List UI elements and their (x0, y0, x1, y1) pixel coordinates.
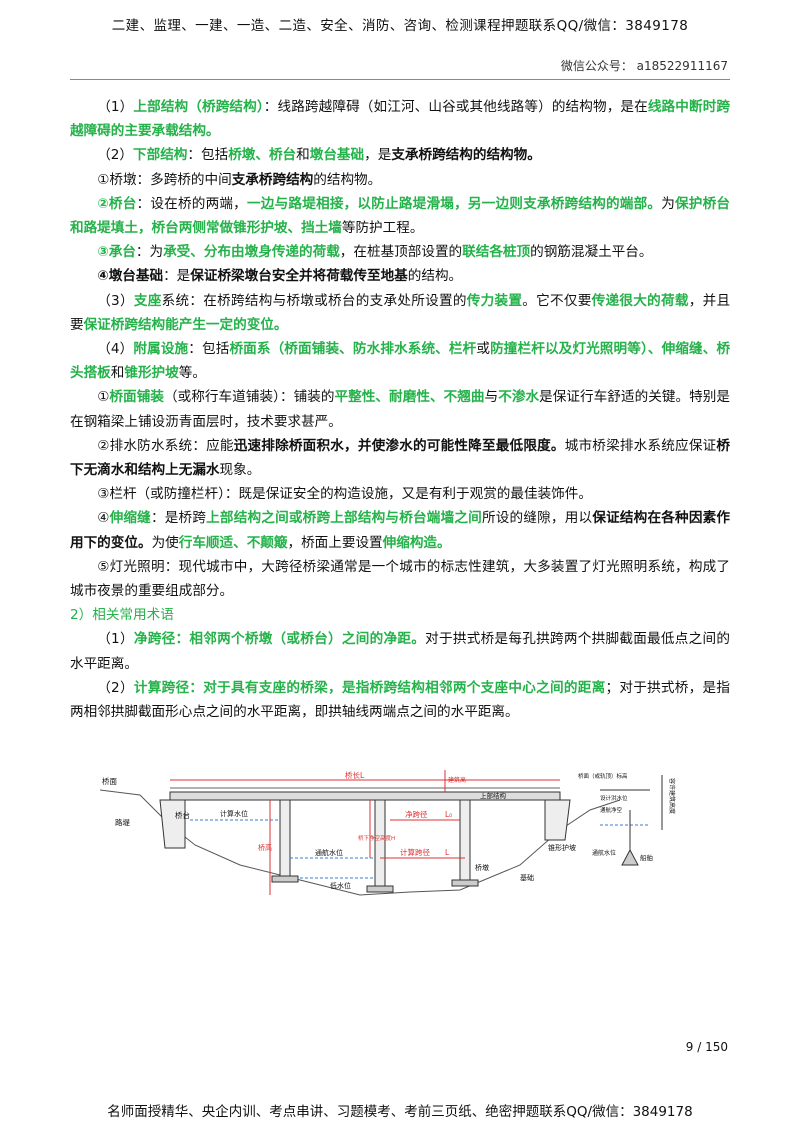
para-lighting: ⑤灯光照明：现代城市中，大跨径桥梁通常是一个城市的标志性建筑，大多装置了灯光照明… (70, 558, 730, 600)
footing-middle (366, 885, 394, 893)
page-number: 9 / 150 (685, 1040, 728, 1054)
lbl-jisuanshuiwei: 计算水位 (220, 809, 248, 818)
para-expansion-joint: ④伸缩缝：是桥跨上部结构之间或桥跨上部结构与桥台端墙之间所设的缝隙，用以保证结构… (70, 510, 731, 551)
lbl-jichu: 基础 (520, 873, 534, 882)
lbl-qiaochang: 桥长L (345, 770, 365, 780)
para-calc-span: （2）计算跨径：对于具有支座的桥梁，是指桥跨结构相邻两个支座中心之间的距离；对于… (70, 679, 731, 721)
lbl-qiaodun: 桥墩 (475, 863, 489, 872)
para-bearing: （3）支座系统：在桥跨结构与桥墩或桥台的支承处所设置的传力装置。它不仅要传递很大… (70, 292, 731, 333)
pier-left (279, 799, 291, 879)
document-body: （1）上部结构（桥跨结构）：线路跨越障碍（如江河、山谷或其他线路等）的结构物，是… (70, 95, 730, 724)
para-upper-structure: （1）上部结构（桥跨结构）：线路跨越障碍（如江河、山谷或其他线路等）的结构物，是… (70, 99, 731, 140)
header-wechat: 微信公众号： a18522911167 (560, 59, 728, 73)
para-railing: ③栏杆（或防撞栏杆）：既是保证安全的构造设施，又是有利于观赏的最佳装饰件。 (97, 486, 592, 503)
lbl-dishuiwei: 低水位 (330, 881, 351, 890)
footer-contact: 名师面授精华、央企内训、考点串讲、习题模考、考前三页纸、绝密押题联系QQ/微信：… (107, 1104, 693, 1120)
para-drainage: ②排水防水系统：应能迅速排除桥面积水，并使渗水的可能性降至最低限度。城市桥梁排水… (70, 437, 731, 479)
lbl-jisuankuajing: 计算跨径 (400, 847, 430, 857)
para-pier: ①桥墩：多跨桥的中间支承桥跨结构的结构物。 (97, 171, 382, 188)
lbl-jiangao: 建筑高 (448, 776, 466, 784)
lbl-qiaoxia: 桥下净空高度H (358, 834, 395, 842)
lbl-qiaogao: 桥高 (258, 843, 272, 852)
footing-left (271, 875, 299, 883)
footing-right (451, 879, 479, 887)
lbl-qiaomianbiaogao: 桥面（或轨顶）标高 (578, 772, 628, 780)
para-abutment: ②桥台：设在桥的两端，一边与路堤相接，以防止路堤滑塌，另一边则支承桥跨结构的端部… (70, 195, 731, 237)
lbl-shangbu: 上部结构 (480, 791, 507, 800)
header-divider (70, 79, 730, 80)
para-deck-paving: ①桥面铺装（或称行车道铺装）：铺装的平整性、耐磨性、不翘曲与不渗水是保证行车舒适… (70, 389, 731, 430)
bridge-deck (169, 791, 561, 801)
header-contact: 二建、监理、一建、一造、二造、安全、消防、咨询、检测课程押题联系QQ/微信：38… (111, 18, 689, 34)
para-pile-cap: ③承台：为承受、分布由墩身传递的荷载，在桩基顶部设置的联结各桩顶的钢筋混凝土平台… (97, 244, 653, 261)
para-foundation: ④墩台基础：是保证桥梁墩台安全并将荷载传至地基的结构。 (97, 268, 463, 285)
para-clear-span: （1）净跨径：相邻两个桥墩（或桥台）之间的净距。对于拱式桥是每孔拱跨两个拱脚截面… (70, 631, 731, 672)
lbl-rightlabel: 容许建筑高度 (668, 778, 676, 814)
abutment-right (544, 799, 571, 841)
lbl-chuanbo: 船舶 (640, 853, 653, 862)
bridge-diagram: 桥面 桥长L 建筑高 路堤 桥台 计算水位 桥高 桥下净空高度H 净跨径 L₀ … (100, 770, 676, 896)
ship-icon (621, 810, 639, 866)
pier-middle (374, 799, 386, 889)
section-heading-terms: 2）相关常用术语 (70, 607, 174, 624)
lbl-tonghangjingkong: 通航净空 (600, 806, 623, 814)
lbl-lutdi: 路堤 (115, 817, 130, 827)
abutment-left (159, 799, 186, 849)
lbl-dizhi: 设计洪水位 (600, 794, 628, 802)
para-ancillary: （4）附属设施：包括桥面系（桥面铺装、防水排水系统、栏杆或防撞栏杆以及灯光照明等… (70, 341, 731, 382)
lbl-tonghang: 通航水位 (315, 848, 343, 857)
para-lower-structure: （2）下部结构：包括桥墩、桥台和墩台基础，是支承桥跨结构的结构物。 (97, 147, 541, 164)
pier-right (459, 799, 471, 883)
lbl-tonghang2: 通航水位 (592, 849, 616, 857)
lbl-zhuixing: 锥形护坡 (548, 843, 576, 852)
lbl-qiaomian: 桥面 (102, 776, 117, 786)
lbl-jisuankuajing-sym: L (445, 848, 450, 857)
lbl-qiaotai: 桥台 (175, 810, 190, 820)
lbl-jingkuajing-sym: L₀ (445, 810, 452, 819)
lbl-jingkuajing: 净跨径 (405, 809, 428, 819)
